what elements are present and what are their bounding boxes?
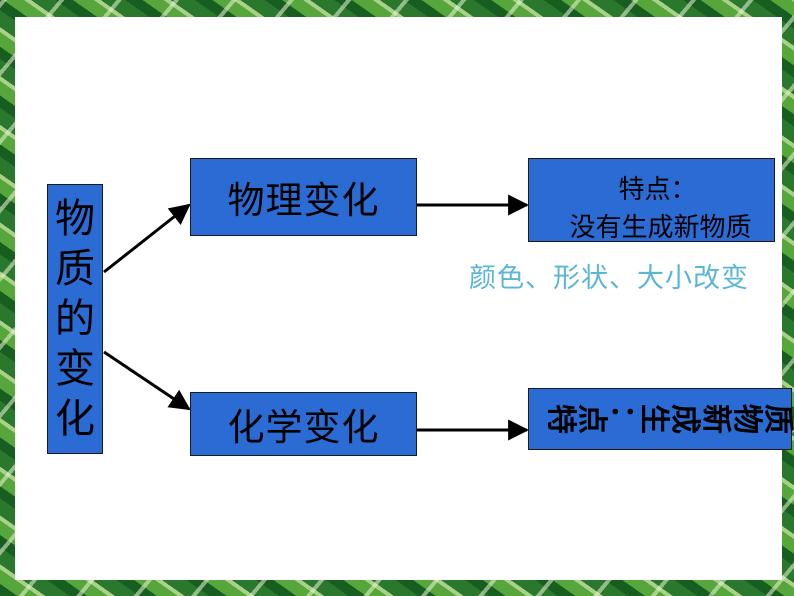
chemical-feature-box: 特 点 ： 生 成 新 物 质 <box>528 388 794 450</box>
root-char: 化 <box>55 396 95 442</box>
physical-change-note: 颜色、形状、大小改变 <box>469 263 749 294</box>
chemical-feature-char: 特 <box>543 404 578 434</box>
arrow-to-physical <box>103 203 191 274</box>
root-char: 物 <box>55 196 95 242</box>
physical-feature-box: 特点： 没有生成新物质 <box>528 158 775 243</box>
chemical-feature-char: 成 <box>667 404 702 434</box>
root-box-matter-change: 物 质 的 变 化 <box>47 184 103 454</box>
chemical-feature-char: 生 <box>636 404 671 434</box>
physical-feature-text: 没有生成新物质 <box>569 213 752 243</box>
root-char: 的 <box>55 296 95 342</box>
chemical-feature-char: 质 <box>760 404 794 434</box>
root-char: 质 <box>55 246 95 292</box>
arrow-to-chemical <box>103 350 191 411</box>
root-char: 变 <box>55 346 95 392</box>
chemical-feature-char: 点 <box>574 404 609 434</box>
slide-canvas <box>15 17 782 580</box>
chemical-change-box: 化学变化 <box>190 392 417 456</box>
chemical-feature-char: 物 <box>729 404 764 434</box>
chemical-feature-char: 新 <box>698 404 733 434</box>
physical-change-box: 物理变化 <box>190 158 417 236</box>
chemical-feature-char: ： <box>605 404 640 434</box>
physical-feature-title: 特点： <box>618 175 697 205</box>
